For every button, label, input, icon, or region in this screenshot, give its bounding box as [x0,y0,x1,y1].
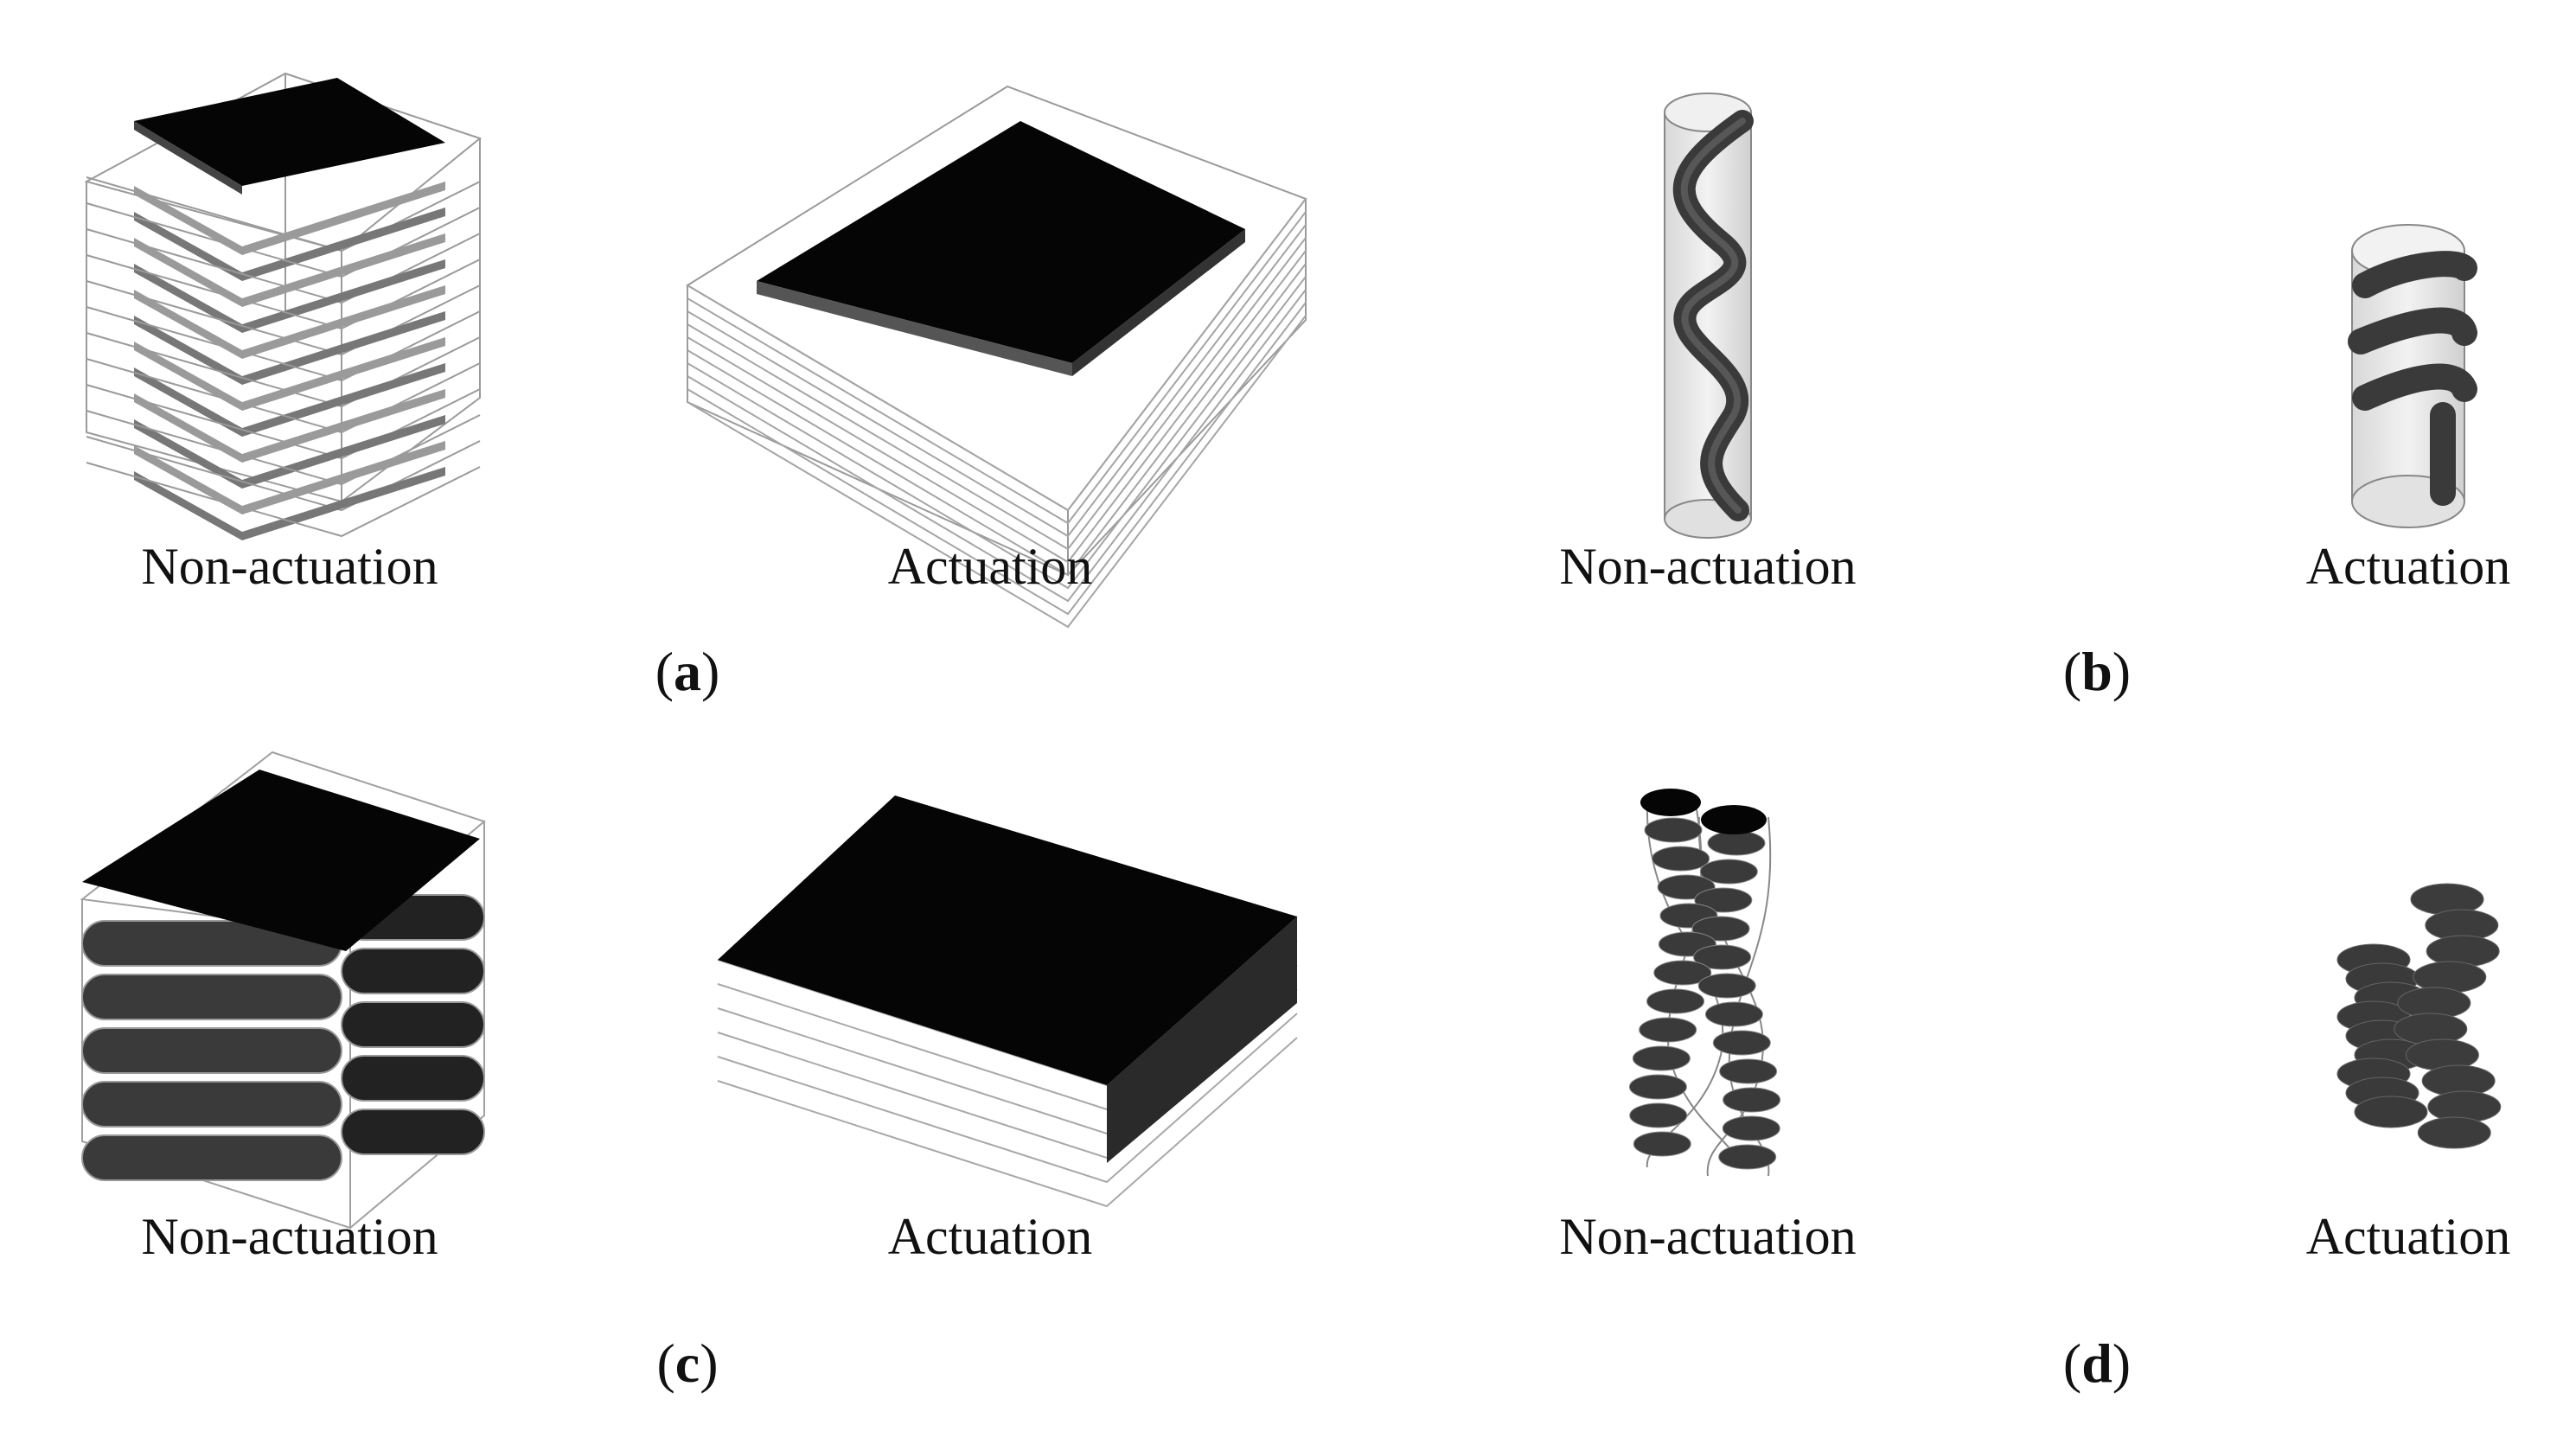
layer-plate [134,467,445,540]
thin-layer-line [687,250,1307,564]
pouch-layer [81,1081,342,1128]
layer-frame-line [86,176,481,252]
layer-plate [134,233,445,307]
thin-layer-line [687,315,1307,629]
panel-b-right-caption: Actuation [2305,538,2511,595]
disc [1644,817,1703,843]
panel-a-non-actuation-illustration [84,72,483,540]
layer-plate [134,337,445,411]
layer-frame-line [86,280,481,356]
disc [1653,960,1712,986]
panel-a-letter: a [674,641,701,702]
layer-plate [134,441,445,514]
disc [1646,988,1705,1014]
layer-plate [134,259,445,333]
disc [1693,944,1752,970]
pouch-layer [81,1134,342,1181]
layer-frame-line [86,410,481,486]
panel-c-actuation-illustration [717,795,1298,1208]
disc [1697,973,1756,999]
panel-d-letter: d [2081,1332,2113,1394]
disc [1712,1030,1771,1056]
panel-b-non-actuation-illustration [1664,93,1754,539]
pouch-side [341,1109,485,1155]
layer-plate [134,389,445,463]
disc [1723,1087,1781,1113]
panel-c-label: (c) [656,1332,719,1394]
disc [1719,1058,1778,1084]
pouch-side [341,1001,485,1048]
disc [1722,1115,1780,1141]
panel-b-left-caption: Non-actuation [1559,538,1857,595]
pouch-side [341,948,485,994]
disc [1628,1074,1687,1100]
disc [1633,1131,1691,1157]
panel-d-actuation-illustration [2336,883,2502,1149]
layer-plate [134,415,445,489]
panel-b-label: (b) [2062,641,2132,702]
panel-b-actuation-illustration [2348,224,2477,528]
panel-d-label: (d) [2062,1332,2132,1394]
disc [1632,1045,1691,1071]
pouch-layer [81,974,342,1020]
panel-d-right-caption: Actuation [2305,1208,2511,1265]
thin-layer-line [687,198,1307,512]
disc [1639,1017,1697,1043]
layer-plate [134,363,445,437]
panel-a-label: (a) [655,641,720,702]
thin-layer-line [687,263,1307,577]
layer-frame-line [86,358,481,434]
panel-c-non-actuation-illustration [80,751,487,1230]
pouch-side [341,1055,485,1102]
layer-frame-line [86,254,481,330]
layer-frame-line [86,228,481,304]
layer-frame-line [86,384,481,460]
thin-layer-line [687,237,1307,551]
panel-a-right-caption: Actuation [887,538,1093,595]
panel-a-left-caption: Non-actuation [141,538,438,595]
layer-plate [134,182,445,255]
disc [1694,887,1753,913]
panel-c-letter: c [674,1332,700,1394]
disc [2417,1116,2491,1149]
flat-pouch-line [717,1013,1298,1184]
panel-d-non-actuation-illustration [1628,789,1781,1177]
disc [2354,1096,2428,1128]
disc [1691,916,1750,942]
thin-layer-line [687,224,1307,538]
flat-pouch-line [717,1037,1298,1208]
disc [1699,859,1758,885]
panel-d-left-caption: Non-actuation [1559,1208,1857,1265]
disc [1718,1144,1777,1170]
disc [1652,846,1710,872]
thin-layer-line [687,276,1307,590]
disc [1704,1001,1763,1027]
layer-frame-line [86,436,481,512]
disc [1707,830,1766,856]
thin-layer-line [687,289,1307,603]
panel-c-left-caption: Non-actuation [141,1208,438,1265]
layer-plate [134,208,445,281]
panel-a-actuation-illustration [686,85,1307,629]
layer-frame-line [86,332,481,408]
thin-layer-line [687,302,1307,616]
panel-c-right-caption: Actuation [887,1208,1093,1265]
pouch-layer [81,1027,342,1074]
thin-layer-line [687,211,1307,525]
layer-frame-line [86,306,481,382]
layer-frame-line [86,202,481,278]
layer-plate [134,285,445,359]
panel-b-letter: b [2081,641,2113,702]
layer-plate [134,311,445,385]
layer-frame-line [86,462,481,538]
disc [1629,1102,1688,1128]
